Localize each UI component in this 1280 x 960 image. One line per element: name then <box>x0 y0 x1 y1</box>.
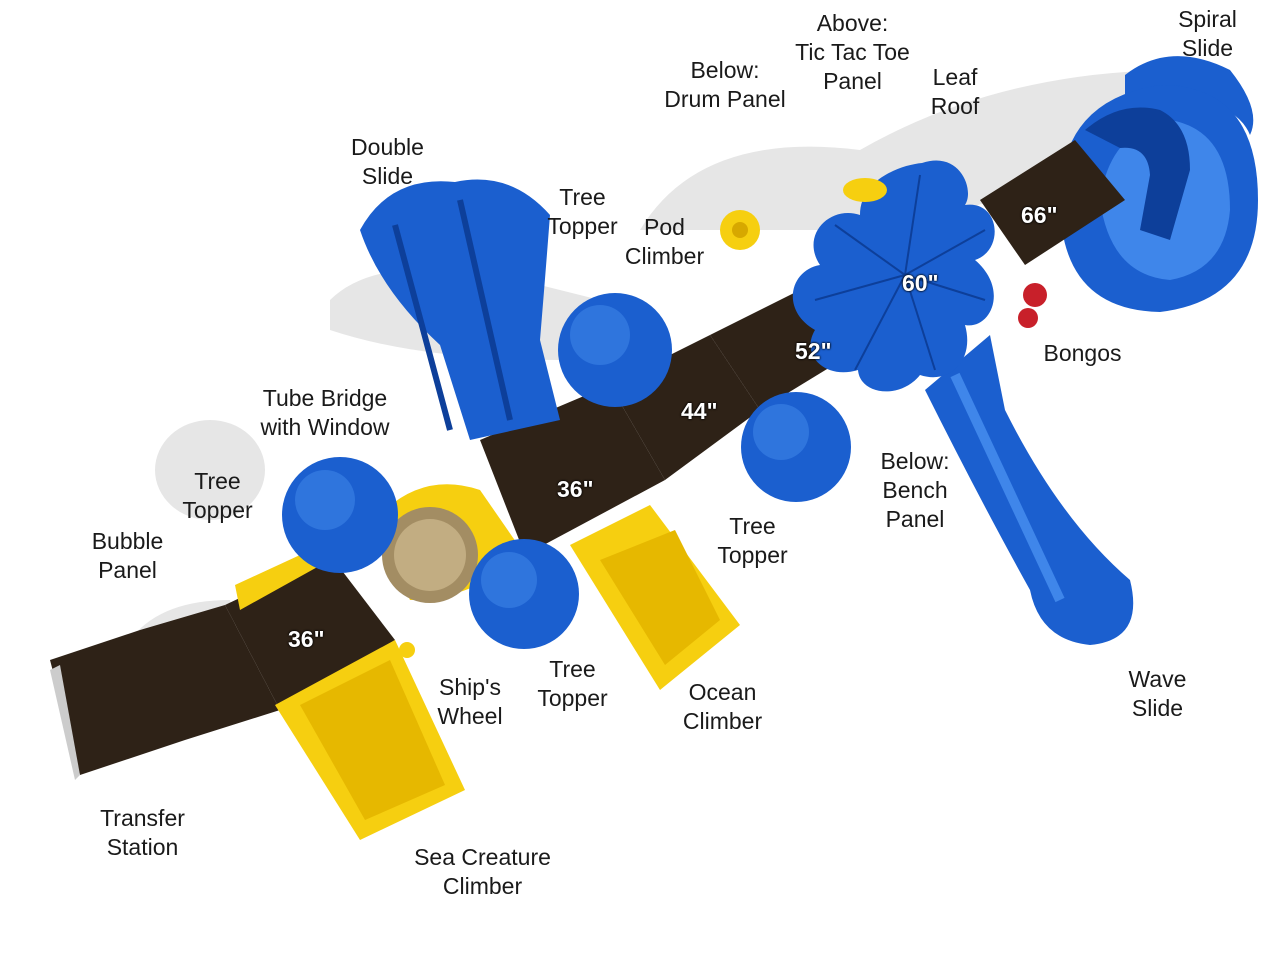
deck-height-36-mid: 36" <box>557 476 594 502</box>
label-bongos: Bongos <box>1043 340 1122 366</box>
deck-platforms <box>50 140 1125 780</box>
deck-height-44: 44" <box>681 398 718 424</box>
deck-66 <box>980 140 1125 265</box>
spiral-slide <box>1060 56 1258 312</box>
transfer-station <box>50 605 280 775</box>
leaf-roof <box>792 160 995 392</box>
ocean-climber <box>570 505 740 690</box>
deck-height-66: 66" <box>1021 202 1058 228</box>
deck-height-52: 52" <box>795 338 832 364</box>
label-drum-panel: Below:Drum Panel <box>664 57 786 112</box>
ships-wheel <box>399 642 415 658</box>
sea-creature-climber <box>275 640 465 840</box>
wave-slide <box>925 335 1134 645</box>
bongos <box>1018 283 1047 328</box>
bubble-panel <box>235 555 330 610</box>
deck-height-60: 60" <box>902 270 939 296</box>
deck-height-36-left: 36" <box>288 626 325 652</box>
pod-climber <box>720 210 760 250</box>
double-slide <box>360 179 560 440</box>
tic-tac-toe-panel <box>843 178 887 202</box>
